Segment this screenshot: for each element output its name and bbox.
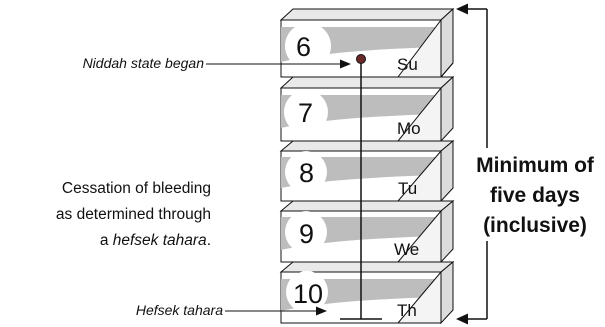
weekday-label: Th (397, 301, 417, 320)
page-top-flap (279, 140, 455, 152)
calendar-page-day-7: 7 Mo (279, 75, 455, 143)
cessation-note: Cessation of bleeding as determined thro… (56, 180, 211, 249)
cessation-line-3: a hefsek tahara. (100, 232, 211, 249)
bracket-bottom-arrowhead (456, 313, 468, 325)
calendar-page-day-10: 10 Th (279, 260, 455, 325)
niddah-pointer-arrowhead (340, 59, 351, 69)
niddah-start-dot (356, 54, 366, 64)
calendar-stack: 6 Su 7 Mo 8 Tu (279, 7, 455, 325)
day-number: 8 (299, 158, 314, 188)
bracket-top-arrowhead (456, 3, 468, 15)
day-number-circle (285, 211, 327, 253)
page-top-flap (279, 8, 455, 21)
day-number: 6 (296, 32, 311, 62)
calendar-page-day-9: 9 We (279, 199, 455, 264)
day-number-circle (284, 90, 328, 134)
page-curl (440, 199, 454, 264)
minimum-line-3: (inclusive) (483, 214, 587, 237)
calendar-page-day-6: 6 Su (279, 7, 455, 79)
minimum-label-background (466, 148, 603, 241)
niddah-began-label: Niddah state began (83, 55, 205, 71)
day-number-circle (285, 23, 331, 69)
minimum-line-2: five days (490, 184, 580, 207)
day-number-circle (286, 271, 328, 313)
minimum-line-1: Minimum of (476, 154, 595, 177)
weekday-label: Tu (398, 179, 417, 198)
page-curl-fold (396, 270, 442, 324)
minimum-days-label: Minimum of five days (inclusive) (476, 154, 595, 237)
day-number: 9 (299, 219, 314, 249)
weekday-label: Su (397, 55, 418, 74)
day-number: 10 (293, 279, 323, 309)
page-top-flap (279, 200, 455, 212)
weekday-label: We (394, 240, 419, 259)
day-number-circle (285, 151, 327, 193)
weekday-label: Mo (397, 119, 421, 138)
page-curl (440, 139, 454, 203)
page-curl (440, 75, 454, 143)
cessation-line-1: Cessation of bleeding (62, 180, 211, 197)
page-curl (440, 7, 454, 79)
page-curl (440, 260, 454, 325)
page-top-flap (279, 76, 455, 89)
page-top-flap (279, 261, 455, 273)
hefsek-tahara-label: Hefsek tahara (136, 302, 223, 318)
hefsek-pointer-arrowhead (316, 306, 327, 316)
cessation-line-2: as determined through (56, 206, 211, 223)
calendar-page-day-8: 8 Tu (279, 139, 455, 203)
day-number: 7 (298, 98, 313, 128)
